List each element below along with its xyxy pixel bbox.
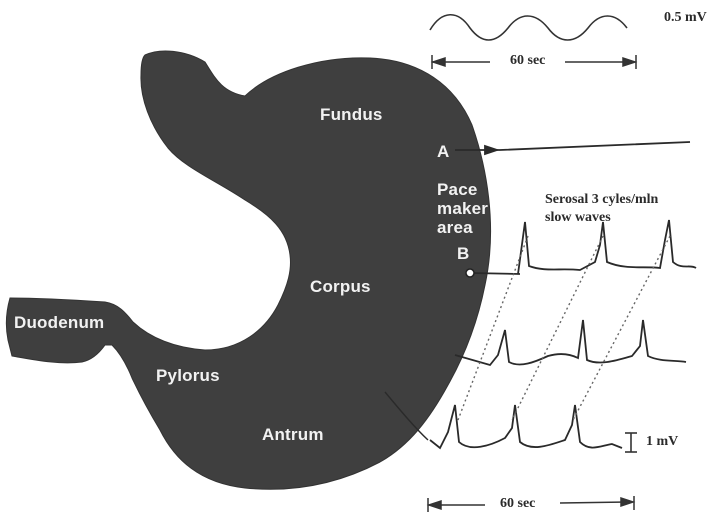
amplitude-calibration-bar — [625, 433, 637, 452]
corpus-label: Corpus — [310, 277, 371, 297]
point-b-electrode — [466, 269, 474, 277]
top-reference-wave — [430, 15, 627, 40]
bottom-amplitude-label: 1 mV — [646, 434, 678, 450]
pacemaker-label-line3: area — [437, 218, 473, 238]
trace-middle — [455, 320, 686, 365]
fundus-label: Fundus — [320, 105, 383, 125]
trace-bottom — [430, 405, 622, 448]
antrum-label: Antrum — [262, 425, 324, 445]
serosal-label-line1: Serosal 3 cyles/mln — [545, 192, 658, 208]
point-a-label: A — [437, 142, 449, 162]
point-b-label: B — [457, 244, 469, 264]
serosal-label-line2: slow waves — [545, 210, 611, 226]
pylorus-label: Pylorus — [156, 366, 220, 386]
duodenum-label: Duodenum — [14, 313, 104, 333]
top-duration-label: 60 sec — [510, 53, 545, 69]
trace-b — [470, 220, 696, 274]
pacemaker-label-line1: Pace — [437, 180, 478, 200]
propagation-lines — [458, 236, 670, 420]
stomach-silhouette — [6, 51, 490, 489]
stomach-body — [6, 51, 490, 489]
bottom-duration-label: 60 sec — [500, 496, 535, 512]
trace-a — [455, 142, 690, 154]
top-amplitude-label: 0.5 mV — [664, 10, 707, 26]
pacemaker-label-line2: maker — [437, 199, 488, 219]
